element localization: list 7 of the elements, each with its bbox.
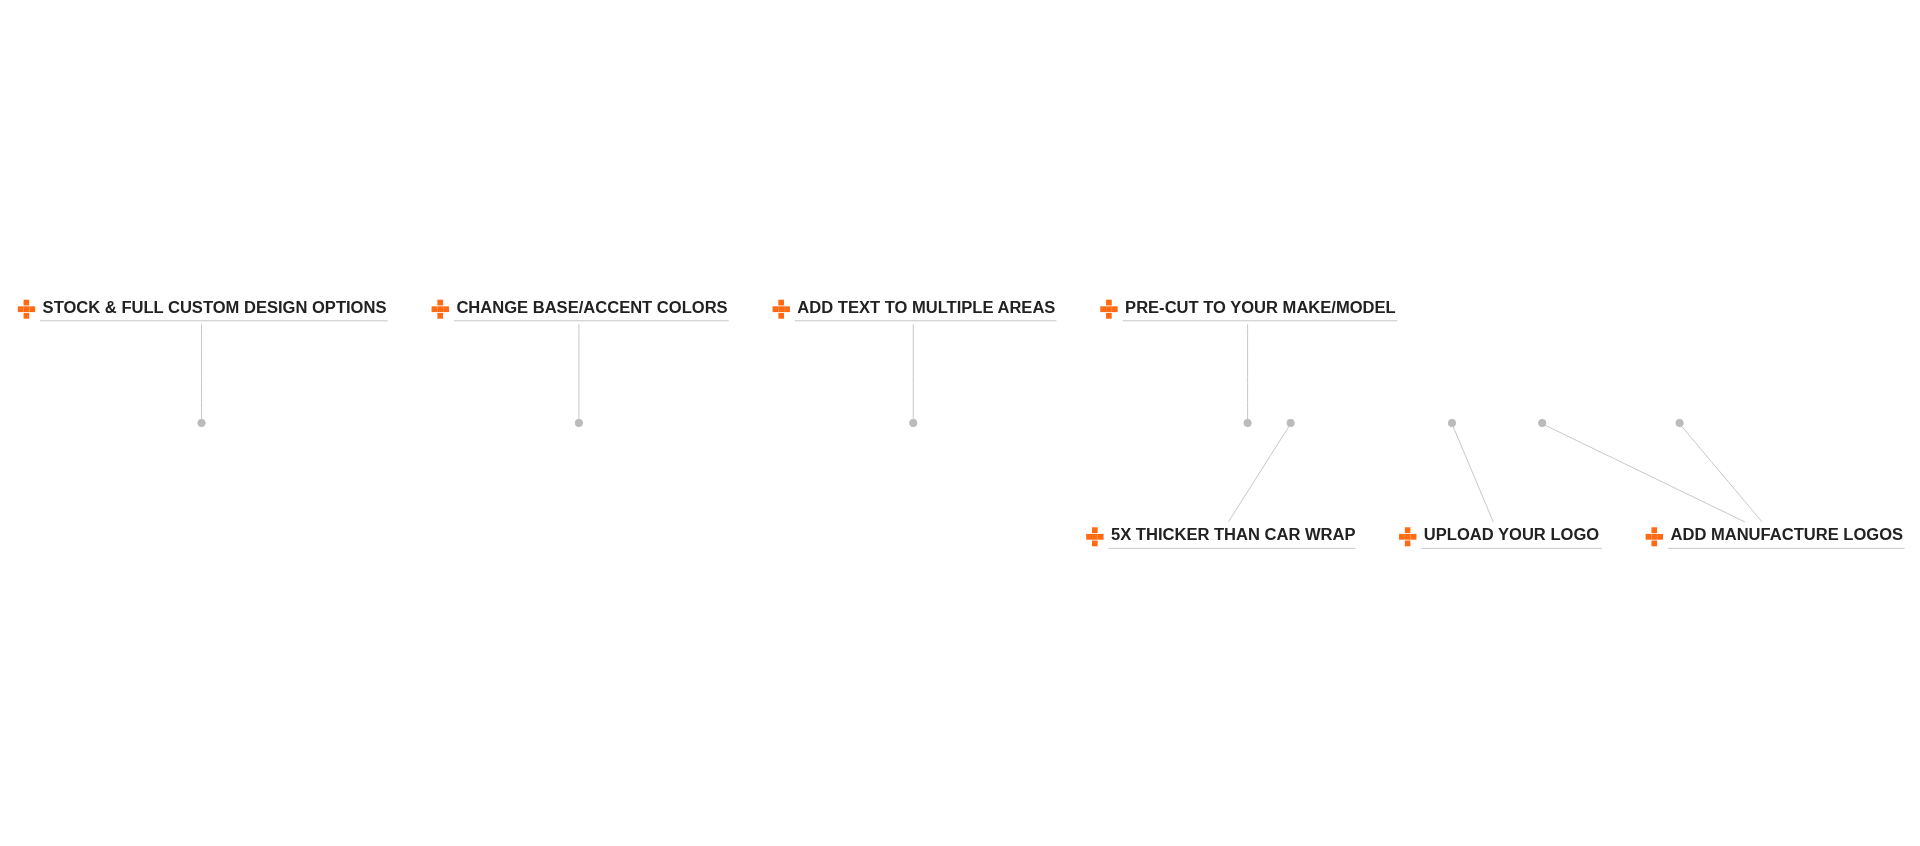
node-text: ADD MANUFACTURE LOGOS bbox=[1670, 525, 1904, 545]
node-text: PRE-CUT TO YOUR MAKE/MODEL bbox=[1125, 297, 1396, 317]
node-text: 5X THICKER THAN CAR WRAP bbox=[1111, 525, 1356, 545]
node-text: STOCK & FULL CUSTOM DESIGN OPTIONS bbox=[42, 297, 387, 317]
node-text: UPLOAD YOUR LOGO bbox=[1423, 525, 1600, 545]
node-text: ADD TEXT TO MULTIPLE AREAS bbox=[797, 297, 1056, 317]
node-text: CHANGE BASE/ACCENT COLORS bbox=[456, 297, 728, 317]
